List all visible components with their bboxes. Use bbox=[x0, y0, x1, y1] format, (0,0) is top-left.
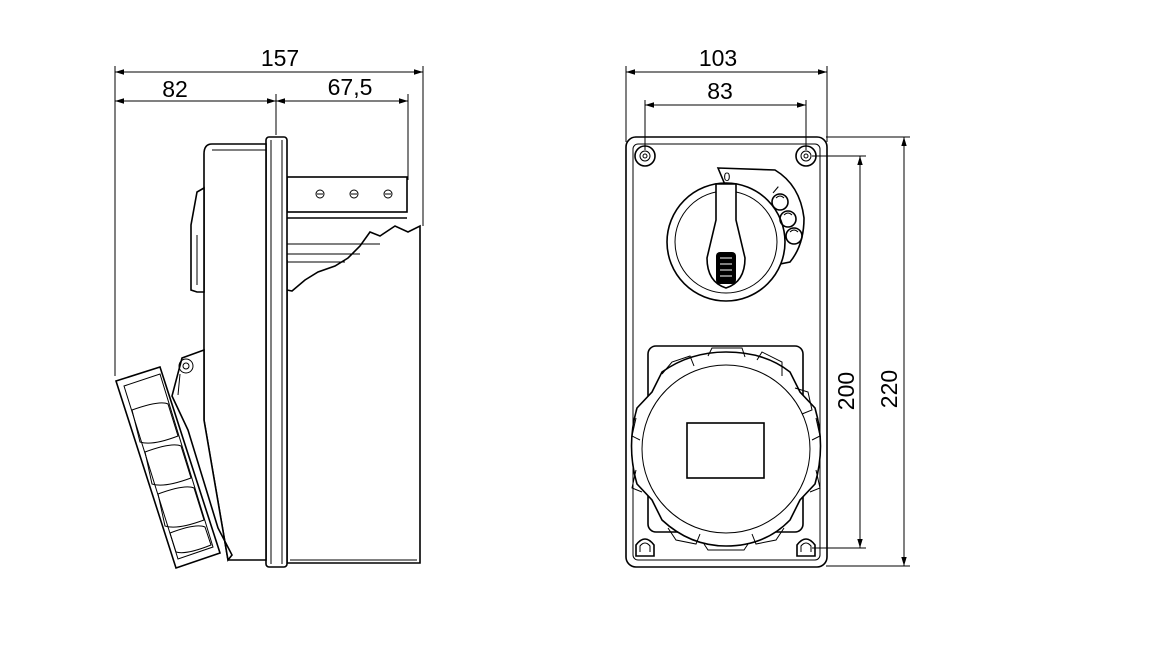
mounting-hole-icon bbox=[796, 538, 816, 557]
dimension-hole-spacing-h: 83 bbox=[644, 78, 807, 150]
dim-label-82: 82 bbox=[162, 76, 188, 102]
din-rail bbox=[286, 176, 408, 263]
hinge-icon bbox=[178, 358, 194, 374]
back-housing bbox=[286, 224, 421, 564]
mounting-holes bbox=[634, 145, 817, 557]
side-view: 157 82 67,5 bbox=[114, 45, 424, 570]
dimension-front-part: 82 bbox=[115, 76, 277, 135]
lid-ribs bbox=[131, 402, 212, 554]
padlock-hole-icon bbox=[785, 227, 803, 245]
screw-icon bbox=[349, 189, 359, 199]
mounting-hole-icon bbox=[795, 145, 817, 167]
dim-label-67-5: 67,5 bbox=[328, 74, 373, 100]
padlock-hole-icon bbox=[779, 210, 797, 228]
dimension-front-width: 103 bbox=[625, 45, 828, 142]
dim-label-200: 200 bbox=[833, 372, 859, 410]
gasket-flange bbox=[265, 136, 288, 568]
mounting-hole-icon bbox=[634, 145, 656, 167]
dim-label-103: 103 bbox=[699, 45, 737, 71]
housing-outline bbox=[625, 136, 828, 568]
socket-outlet[interactable] bbox=[630, 347, 822, 551]
screw-icon bbox=[315, 189, 325, 199]
switch-mark-off: 0 bbox=[724, 170, 731, 184]
mounting-hole-icon bbox=[635, 538, 655, 557]
socket-ribs bbox=[631, 347, 821, 551]
padlock-hole-icon bbox=[771, 193, 789, 211]
switch-mark-on: I bbox=[770, 183, 782, 196]
dimension-height: 220 bbox=[826, 136, 910, 567]
dimension-total-width: 157 bbox=[114, 45, 424, 376]
dimension-hole-spacing-v: 200 bbox=[812, 155, 866, 549]
dim-label-83: 83 bbox=[707, 78, 733, 104]
dim-label-220: 220 bbox=[876, 370, 902, 408]
dimension-depth: 67,5 bbox=[276, 74, 409, 180]
dim-label-157: 157 bbox=[261, 45, 299, 71]
screw-icon bbox=[383, 189, 393, 199]
label-window bbox=[686, 422, 765, 479]
socket-lid-outline bbox=[630, 351, 822, 547]
rotary-switch[interactable]: 0 I bbox=[666, 167, 805, 302]
socket-side bbox=[114, 348, 233, 570]
front-view: 103 83 200 220 bbox=[625, 45, 910, 568]
